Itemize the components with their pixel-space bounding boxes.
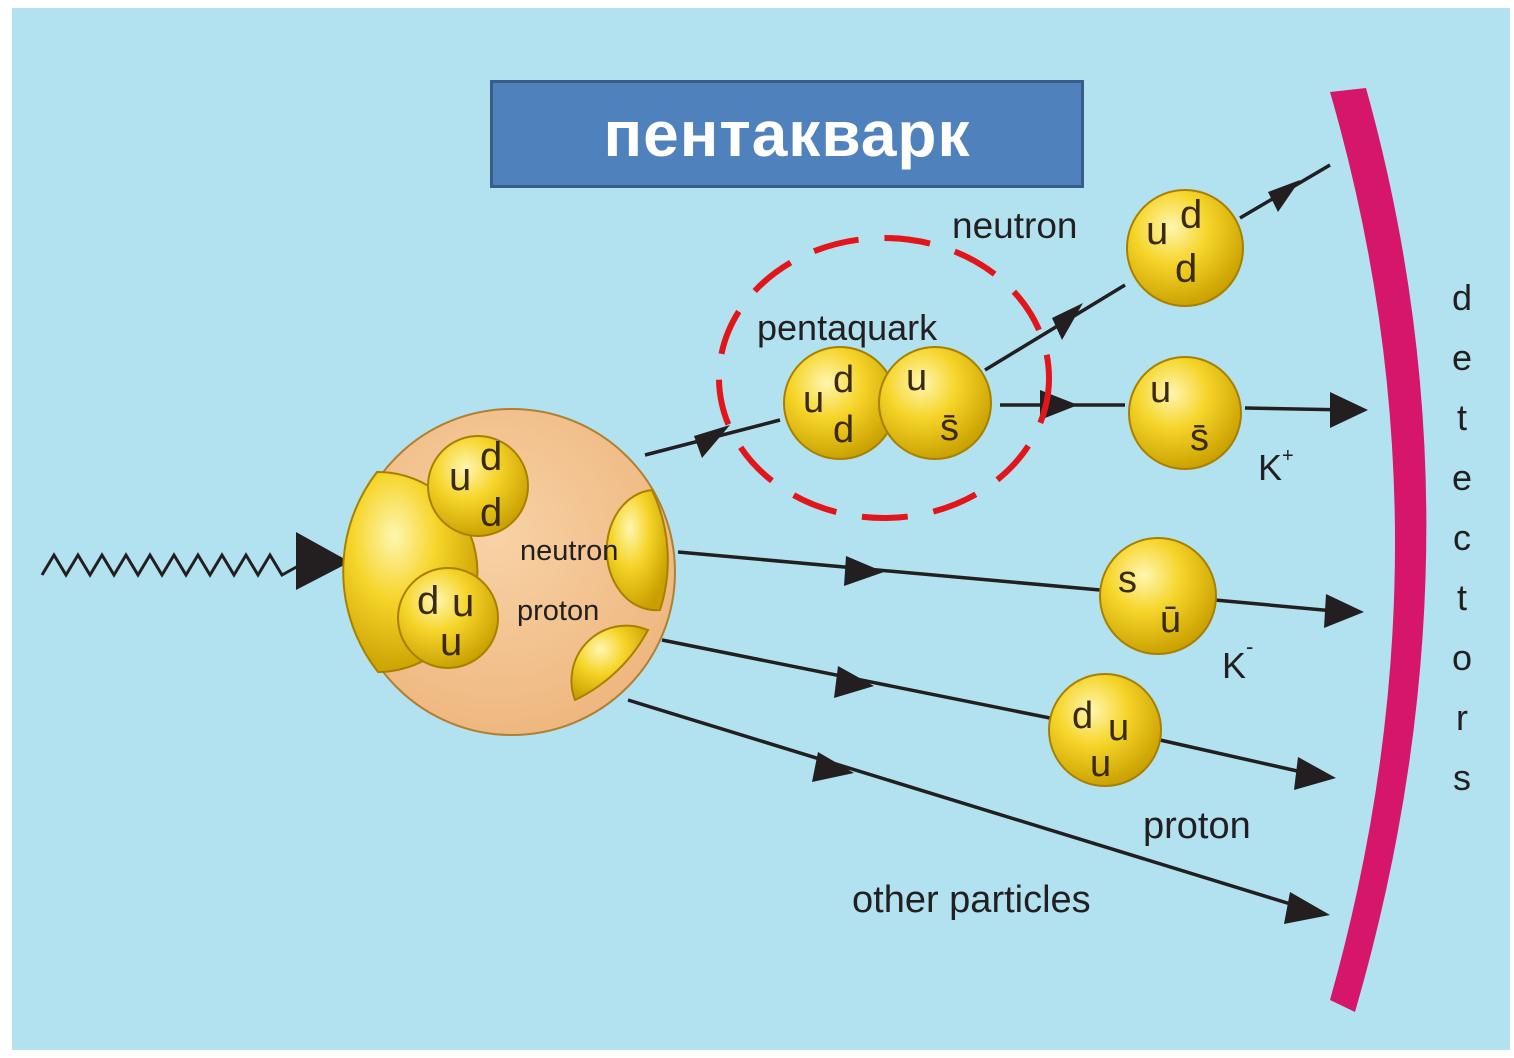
quark-ball-proton-out	[1048, 673, 1162, 787]
quark-ball-pentaquark-right	[878, 346, 992, 460]
label-pentaquark: pentaquark	[757, 307, 938, 348]
partial-quark-ball	[605, 488, 669, 612]
arrowhead	[1330, 392, 1368, 428]
quark-u: u	[1090, 743, 1111, 785]
quark-ball-kminus	[1099, 537, 1217, 655]
track-to-kminus	[677, 550, 1101, 592]
arrowhead	[812, 752, 854, 782]
quark-d: d	[1072, 695, 1093, 737]
arrowhead	[694, 425, 730, 458]
label-proton-in: proton	[517, 595, 599, 627]
track-kminus-out	[1214, 598, 1346, 614]
quark-ball-neutron-in	[427, 435, 529, 537]
label-neutron-out: neutron	[952, 205, 1078, 246]
arrowhead	[844, 556, 884, 586]
label-kminus: K-	[1222, 634, 1253, 686]
quark-u: u	[452, 581, 474, 625]
quark-d: d	[480, 435, 502, 479]
label-neutron-in: neutron	[520, 535, 618, 567]
quark-u: u	[906, 357, 927, 399]
arrowhead	[1294, 757, 1336, 790]
page-title: пентакварк	[603, 98, 971, 170]
arrowhead	[1052, 303, 1083, 340]
quark-ball-neutron-out	[1126, 189, 1244, 307]
track-proton-out	[1159, 738, 1316, 777]
label-kplus: K+	[1258, 445, 1294, 488]
pentaquark-highlight	[716, 235, 1052, 521]
quark-d: d	[1180, 193, 1202, 237]
incoming-photon-wave	[40, 552, 301, 578]
quark-d: d	[833, 409, 854, 451]
quark-s: s	[1118, 559, 1137, 601]
track-arrowheads	[694, 180, 1368, 924]
quark-s-bar: s̄	[1190, 417, 1209, 459]
quark-d: d	[1175, 247, 1197, 291]
quark-u: u	[1146, 209, 1168, 253]
quark-u-bar: ū	[1160, 599, 1181, 641]
partial-quark-ball	[570, 624, 650, 702]
detectors-letter: s	[1453, 757, 1471, 798]
label-other-particles: other particles	[852, 879, 1091, 921]
quark-ball-kplus	[1128, 356, 1242, 470]
quark-d: d	[480, 491, 502, 535]
detectors-letter: c	[1453, 517, 1471, 558]
arrowhead	[1324, 594, 1364, 628]
arrowhead	[1268, 180, 1300, 212]
deuteron-target	[342, 408, 676, 736]
track-to-neutron	[984, 283, 1126, 372]
detectors-letter: d	[1452, 277, 1472, 318]
track-other	[627, 698, 1311, 912]
quark-d: d	[417, 579, 439, 623]
quark-u: u	[449, 455, 471, 499]
title-box: пентакварк	[490, 80, 1084, 188]
incoming-arrow-head	[296, 532, 350, 590]
quark-u: u	[1150, 369, 1171, 411]
pentaquark-particle	[783, 346, 992, 460]
detectors-letter: e	[1452, 337, 1472, 378]
detectors-letter: r	[1456, 697, 1468, 738]
detector-arc	[1330, 88, 1427, 1012]
quark-u: u	[803, 379, 824, 421]
quark-d: d	[833, 359, 854, 401]
label-proton-out: proton	[1143, 805, 1251, 847]
detectors-letter: t	[1457, 577, 1467, 618]
arrowhead	[834, 666, 874, 698]
quark-u: u	[1108, 707, 1129, 749]
detectors-letter: o	[1452, 637, 1472, 678]
arrowhead	[1284, 892, 1330, 924]
detectors-letter: t	[1457, 397, 1467, 438]
quark-u: u	[440, 620, 462, 664]
quark-ball-proton-in	[397, 567, 499, 669]
detectors-letter: e	[1452, 457, 1472, 498]
quark-s-bar: s̄	[940, 407, 959, 449]
